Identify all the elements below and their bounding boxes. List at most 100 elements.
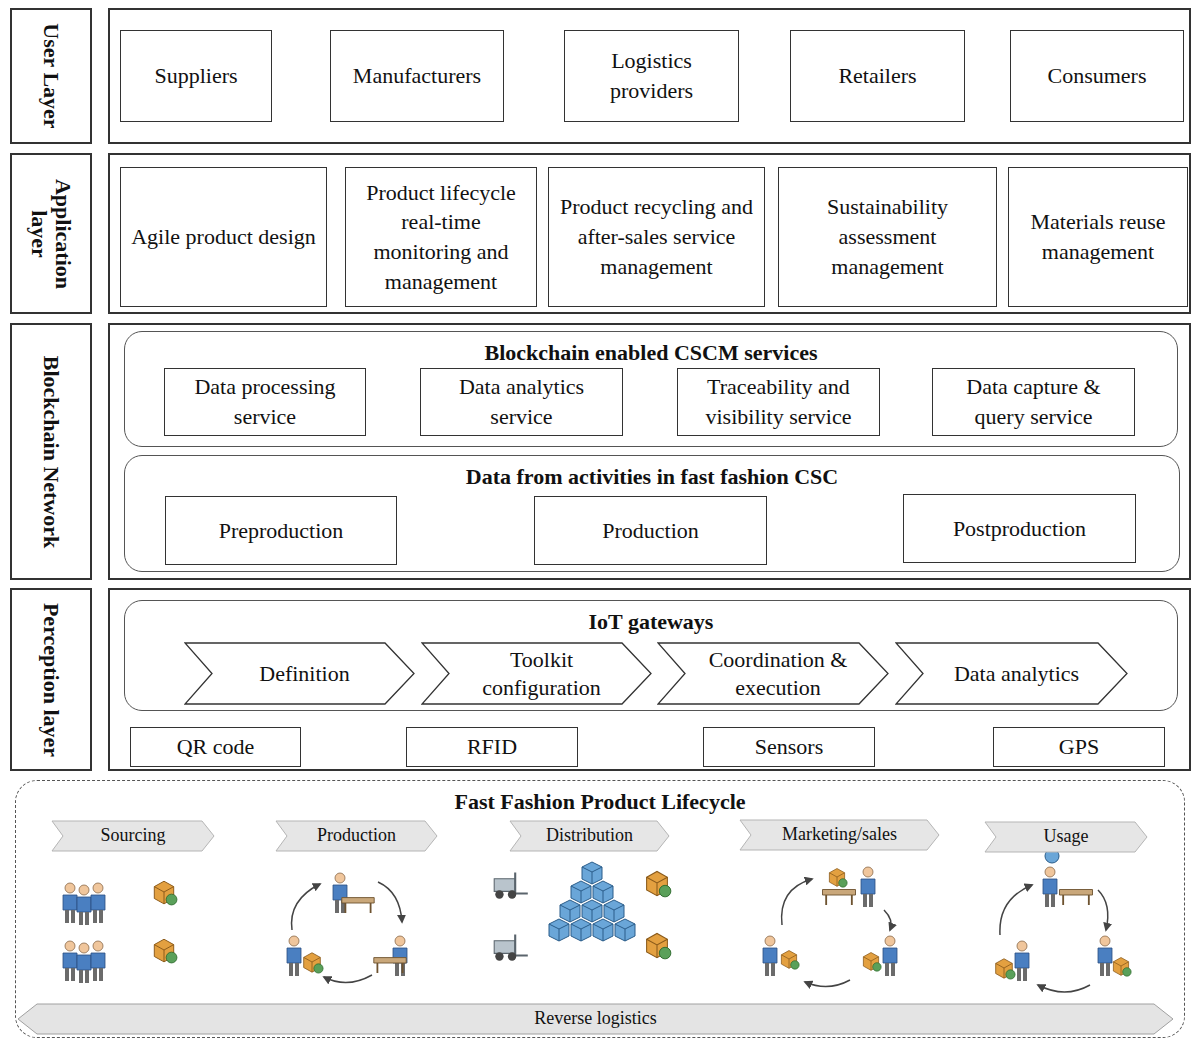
person-icon <box>63 941 77 981</box>
package-icon <box>647 871 671 896</box>
shape-path <box>510 821 669 851</box>
box-label: Sustainability assessment management <box>785 192 990 281</box>
process-box: Agile product design <box>120 167 327 307</box>
step-chevron: Data analytics <box>895 642 1128 705</box>
stage-chevron: Usage <box>984 821 1148 853</box>
distribution-icons <box>494 862 671 961</box>
process-box: Data processing service <box>164 368 366 436</box>
cube-icon <box>571 881 591 903</box>
layer-panel: Application layerAgile product designPro… <box>108 153 1191 314</box>
process-box: Retailers <box>790 30 965 122</box>
desk-icon <box>342 898 374 913</box>
process-box: Consumers <box>1010 30 1184 122</box>
layer-label: User Layer <box>39 12 63 140</box>
stage-label: Usage <box>1044 826 1089 848</box>
layer-label: Perception layer <box>39 592 63 767</box>
stage-chevron: Distribution <box>509 820 670 852</box>
stage-label: Production <box>317 825 396 847</box>
step-chevron: Definition <box>184 642 415 705</box>
shape-path <box>985 822 1147 852</box>
service-group: Data from activities in fast fashion CSC… <box>124 455 1180 572</box>
box-label: Traceability and visibility service <box>684 372 873 431</box>
reverse-arrow: Reverse logistics <box>17 1003 1174 1035</box>
stage-chevron: Production <box>275 820 438 852</box>
cube-icon <box>582 862 602 884</box>
cycle-arrow <box>1038 985 1090 992</box>
box-label: Manufacturers <box>353 61 481 91</box>
process-box: Product lifecycle real-time monitoring a… <box>345 167 537 307</box>
cube-icon <box>549 919 569 941</box>
box-label: Logistics providers <box>571 46 732 105</box>
person-icon <box>763 936 777 976</box>
shape-path <box>658 643 888 704</box>
process-box: Traceability and visibility service <box>677 368 880 436</box>
person-icon <box>1015 941 1029 981</box>
stage-label: Distribution <box>546 825 633 847</box>
cycle-arrow <box>1098 890 1108 930</box>
desk-icon <box>374 958 406 973</box>
stage-label: Sourcing <box>101 825 166 847</box>
shape-path <box>52 821 214 851</box>
layer-label-box: Application layer <box>10 153 92 314</box>
process-box: GPS <box>993 727 1165 767</box>
group-heading: Blockchain enabled CSCM services <box>125 338 1177 368</box>
step-chevron: Toolkit configuration <box>421 642 652 705</box>
group-heading: Data from activities in fast fashion CSC <box>125 462 1179 492</box>
service-group: Blockchain enabled CSCM servicesData pro… <box>124 331 1178 447</box>
cube-icon <box>604 900 624 922</box>
person-icon <box>883 936 897 976</box>
box-label: Product recycling and after-sales servic… <box>555 192 758 281</box>
package-icon <box>154 881 177 905</box>
process-box: Sensors <box>703 727 875 767</box>
box-label: Postproduction <box>953 514 1086 544</box>
usage-icons <box>996 849 1131 992</box>
group-heading: IoT gateways <box>125 607 1177 637</box>
layer-label-box: Perception layer <box>10 588 92 771</box>
shape-path <box>185 643 414 704</box>
person-icon <box>287 936 301 976</box>
layer-label: Blockchain Network <box>39 327 63 576</box>
person-icon <box>91 883 105 923</box>
process-box: Data capture & query service <box>932 368 1135 436</box>
shape-path <box>276 821 437 851</box>
shape-path <box>18 1004 1173 1034</box>
forklift-icon <box>494 934 528 960</box>
shape-path <box>740 820 939 850</box>
stage-chevron: Marketing/sales <box>739 819 940 851</box>
process-box: Logistics providers <box>564 30 739 122</box>
process-box: QR code <box>130 727 301 767</box>
production-icons <box>287 873 407 983</box>
box-label: QR code <box>177 732 255 762</box>
box-label: Data capture & query service <box>939 372 1128 431</box>
group-heading: Fast Fashion Product Lifecycle <box>16 787 1184 817</box>
cube-icon <box>582 900 602 922</box>
package-icon <box>863 953 881 972</box>
layer-panel: Perception layerIoT gatewaysDefinitionTo… <box>108 588 1191 771</box>
box-label: Materials reuse management <box>1015 207 1181 266</box>
sourcing-icons <box>63 881 177 983</box>
cube-icon <box>560 900 580 922</box>
process-box: Suppliers <box>120 30 272 122</box>
cycle-arrow <box>1000 885 1032 935</box>
box-label: Definition <box>229 660 369 688</box>
layer-label: Application layer <box>27 157 75 310</box>
step-chevron: Coordination & execution <box>657 642 889 705</box>
process-box: Product recycling and after-sales servic… <box>548 167 765 307</box>
box-label: Data analytics service <box>427 372 616 431</box>
stage-label: Marketing/sales <box>782 824 897 846</box>
process-box: Data analytics service <box>420 368 623 436</box>
cycle-arrow <box>782 879 812 925</box>
cycle-arrow <box>884 910 891 930</box>
process-box: Postproduction <box>903 494 1136 563</box>
person-icon <box>1098 936 1112 976</box>
layer-label-box: User Layer <box>10 8 92 144</box>
package-icon <box>154 939 177 963</box>
box-label: Product lifecycle real-time monitoring a… <box>352 178 530 297</box>
cycle-arrow <box>378 882 402 922</box>
layer-label-box: Blockchain Network <box>10 323 92 580</box>
process-box: RFID <box>406 727 578 767</box>
cube-icon <box>593 919 613 941</box>
marketing-icons <box>763 867 897 987</box>
layer-panel: Blockchain NetworkBlockchain enabled CSC… <box>108 323 1191 580</box>
